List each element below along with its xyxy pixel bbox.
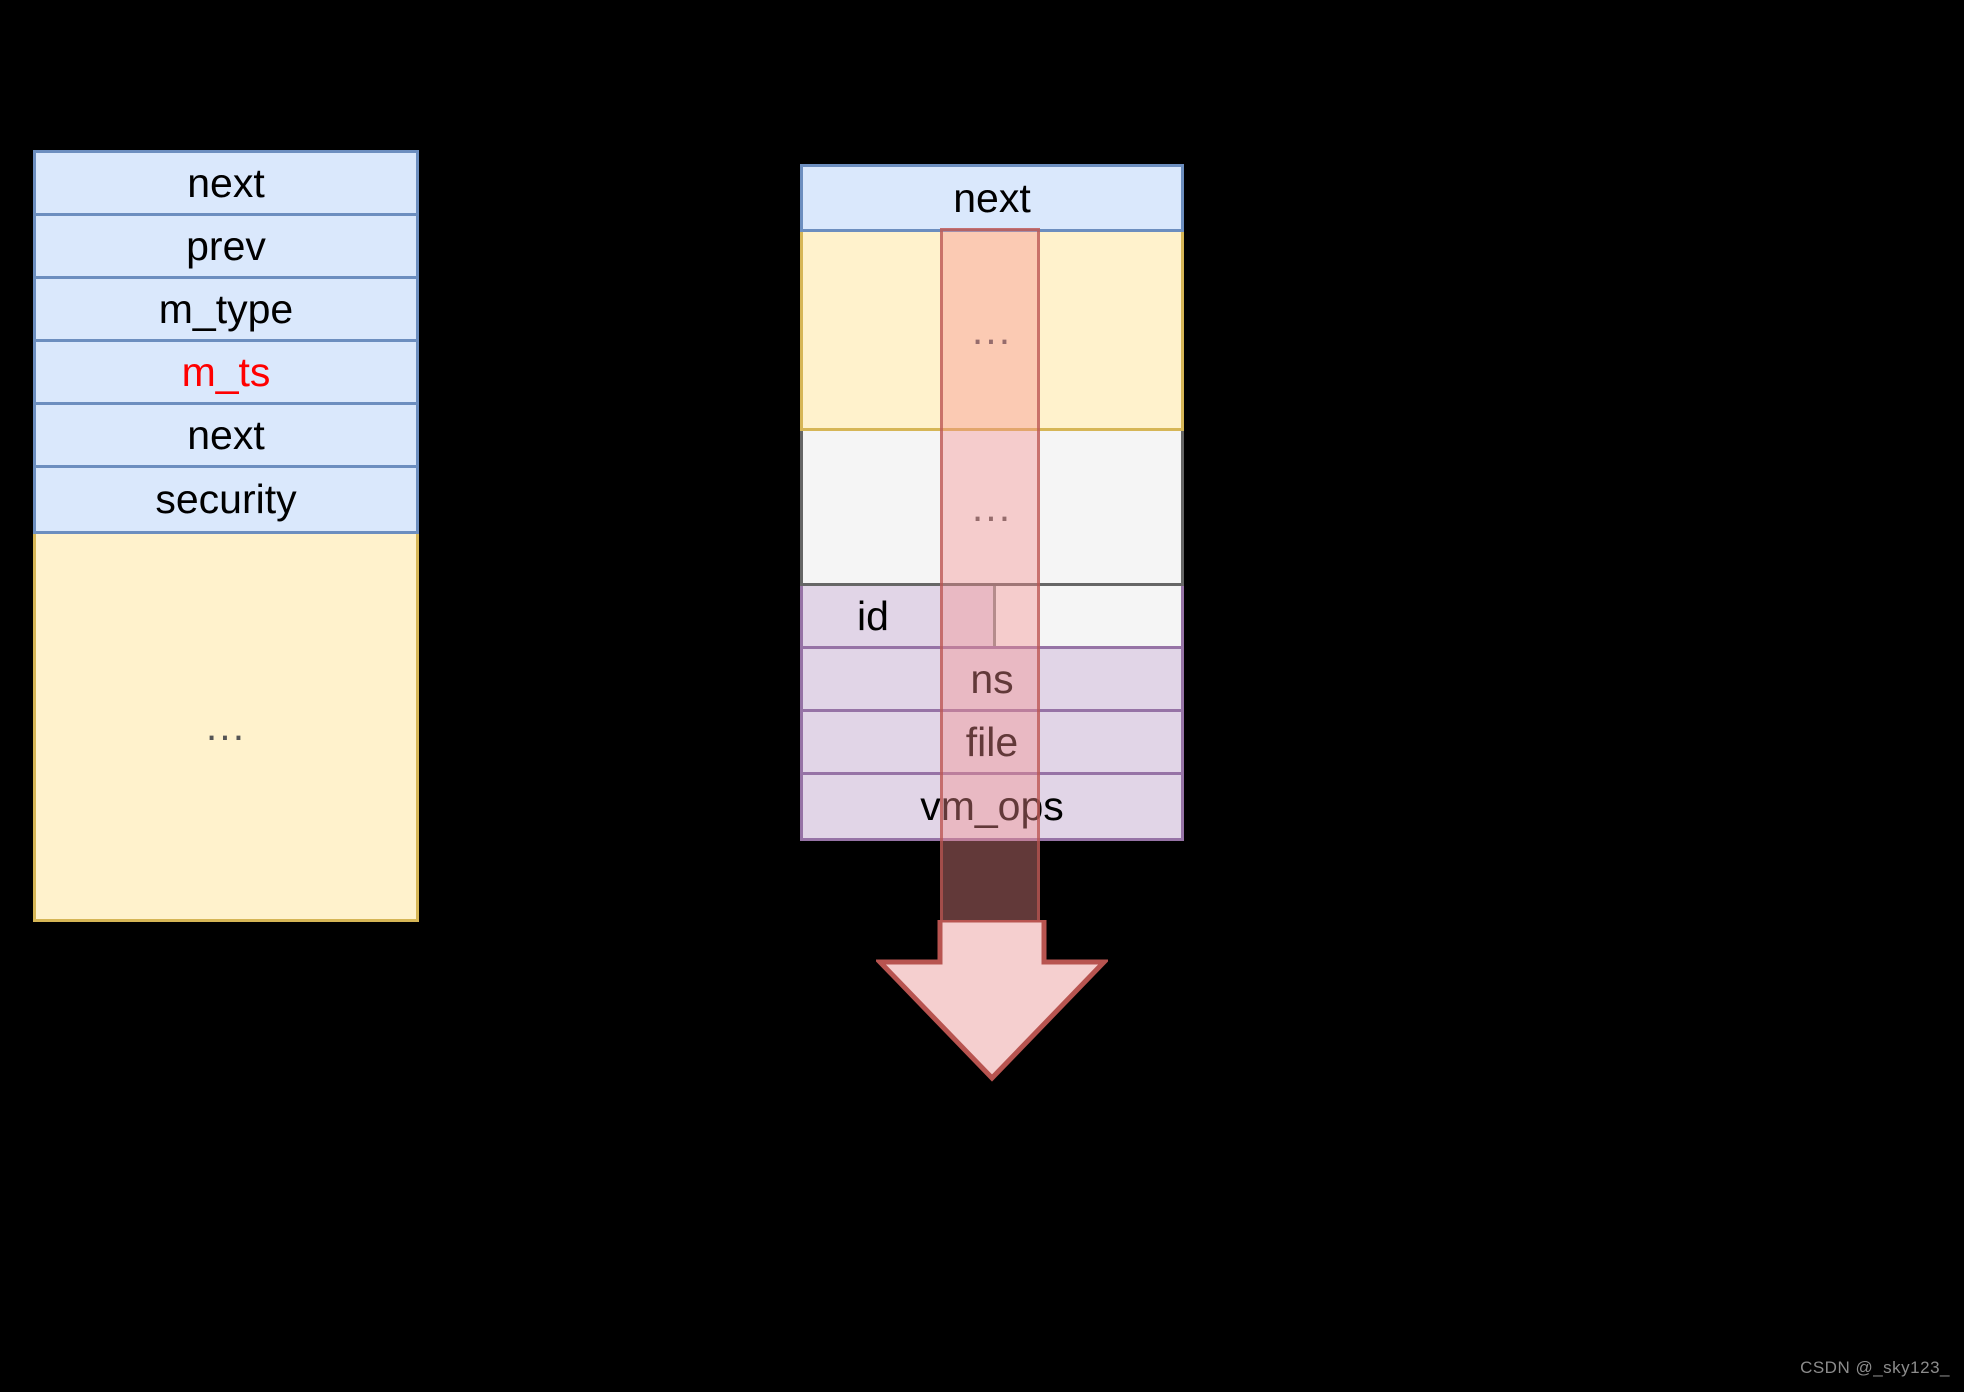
left-field-label: prev	[186, 222, 266, 269]
left-field-label: next	[187, 159, 265, 206]
left-field-security: security	[36, 468, 416, 531]
right-field-ns: ns	[803, 649, 1181, 712]
right-field-file: file	[803, 712, 1181, 775]
right-field-label-wrap: id	[803, 586, 943, 646]
id-row-divider	[993, 586, 996, 646]
left-struct-tail-section: ...	[33, 534, 419, 922]
right-struct: next ... ... id ns file vm_ops	[800, 164, 1184, 841]
right-field-id: id	[803, 586, 1181, 649]
down-arrow-icon	[876, 920, 1108, 1082]
ellipsis-label: ...	[971, 483, 1013, 530]
left-field-label: m_type	[158, 285, 294, 332]
right-field-label: ns	[970, 655, 1014, 702]
ellipsis-label: ...	[205, 703, 247, 749]
right-struct-yellow-section: ...	[800, 232, 1184, 431]
left-struct-blue-section: next prev m_type m_ts next security	[33, 150, 419, 534]
left-field-prev: prev	[36, 216, 416, 279]
id-row-blank-cell	[993, 586, 1181, 646]
watermark: CSDN @_sky123_	[1800, 1358, 1950, 1377]
right-field-label: id	[857, 592, 889, 639]
left-field-m-ts: m_ts	[36, 342, 416, 405]
left-field-next-2: next	[36, 405, 416, 468]
pink-highlight-column	[940, 228, 1040, 925]
right-field-label: next	[953, 174, 1031, 221]
right-field-label: file	[965, 718, 1019, 765]
right-struct-gray-section: ...	[800, 431, 1184, 586]
left-struct: next prev m_type m_ts next security ...	[33, 150, 419, 922]
right-struct-purple-section: id ns file vm_ops	[800, 586, 1184, 841]
left-field-next-1: next	[36, 153, 416, 216]
left-field-m-type: m_type	[36, 279, 416, 342]
left-field-label: next	[187, 411, 265, 458]
left-field-label: security	[155, 476, 297, 522]
right-field-next: next	[800, 164, 1184, 232]
ellipsis-label: ...	[971, 306, 1013, 353]
left-field-label-highlighted: m_ts	[181, 348, 271, 395]
